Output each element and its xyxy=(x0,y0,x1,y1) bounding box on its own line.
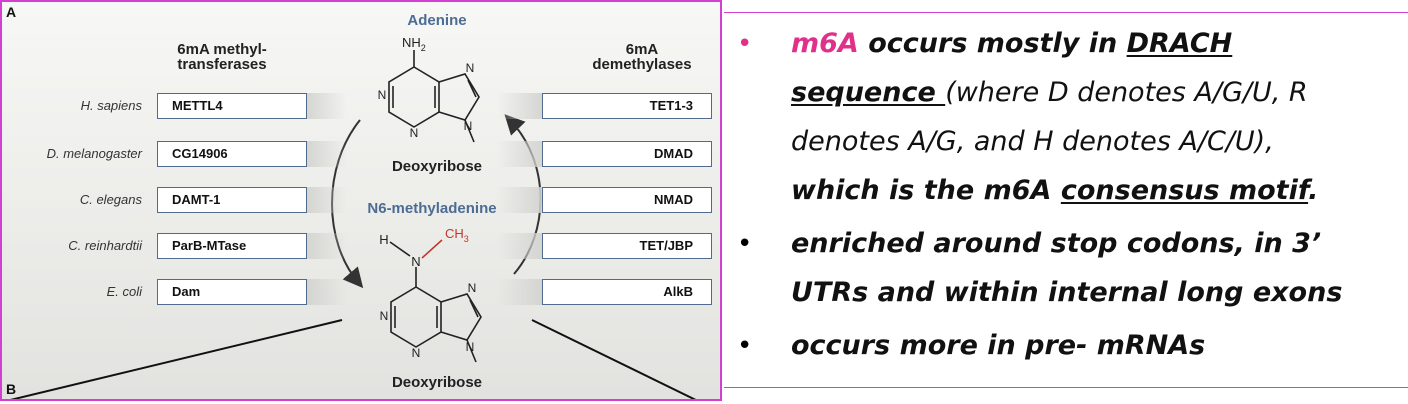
bullet-line: occurs more in pre- mRNAs xyxy=(791,330,1206,361)
methyltransferase-box: ParB-MTase xyxy=(157,233,307,259)
row-shade xyxy=(497,141,542,167)
demethylases-heading: 6mA demethylases xyxy=(592,41,692,73)
methyltransferase-box: Dam xyxy=(157,279,307,305)
m6a-highlight: m6A xyxy=(791,28,859,59)
ring-n1: N xyxy=(378,88,387,102)
ring-n7: N xyxy=(466,61,475,75)
species-label: C. reinhardtii xyxy=(68,238,142,253)
bullet-line: enriched around stop codons, in 3’ xyxy=(791,228,1322,259)
bullet-line: denotes A/G, and H denotes A/C/U), xyxy=(791,126,1274,157)
sequence-term: sequence xyxy=(791,77,946,108)
demethylase-box: DMAD xyxy=(542,141,712,167)
row-shade xyxy=(497,233,542,259)
species-label: E. coli xyxy=(106,284,142,299)
methyltransferases-heading: 6mA methyl- transferases xyxy=(177,41,267,73)
bullet-line: UTRs and within internal long exons xyxy=(791,277,1343,308)
demethylase-box: TET1-3 xyxy=(542,93,712,119)
demethylase-box: TET/JBP xyxy=(542,233,712,259)
bullet-dot: • xyxy=(737,29,753,59)
row-shade xyxy=(307,279,347,305)
row-shade xyxy=(497,93,542,119)
bullet-dot: • xyxy=(737,229,753,259)
adenine-title: Adenine xyxy=(407,12,467,29)
row-shade xyxy=(497,187,542,213)
demethylase-box: AlkB xyxy=(542,279,712,305)
methyl-h: H xyxy=(379,232,388,247)
row-shade xyxy=(307,187,347,213)
row-shade xyxy=(307,93,347,119)
deoxyribose-label-bottom: Deoxyribose xyxy=(391,374,483,391)
floor-line-right xyxy=(531,319,697,399)
methyltransferase-box: METTL4 xyxy=(157,93,307,119)
ring-n3: N xyxy=(410,126,419,140)
ring-n9: N xyxy=(464,119,473,133)
figure-panel: NH2 N N N N H N CH3 N N N N xyxy=(0,0,722,401)
methyltransferase-box: DAMT-1 xyxy=(157,187,307,213)
bullet-text-panel: • m6A occurs mostly in DRACH sequence (w… xyxy=(724,12,1408,388)
n6-nitrogen: N xyxy=(411,254,420,269)
methyl-group: CH3 xyxy=(445,226,469,244)
ring-n7-b: N xyxy=(468,281,477,295)
bullet-line: sequence (where D denotes A/G/U, R xyxy=(791,77,1308,108)
chemistry-diagram: NH2 N N N N H N CH3 N N N N xyxy=(10,35,697,399)
ring-n1-b: N xyxy=(380,309,389,323)
deoxyribose-label-top: Deoxyribose xyxy=(391,158,483,175)
species-label: H. sapiens xyxy=(80,98,142,113)
row-shade xyxy=(307,141,347,167)
species-label: C. elegans xyxy=(79,192,142,207)
n6-methyladenine-structure xyxy=(389,239,482,363)
bullet-line: m6A occurs mostly in DRACH xyxy=(791,28,1233,59)
ring-n3-b: N xyxy=(412,346,421,360)
adenine-structure xyxy=(388,50,480,143)
ring-n9-b: N xyxy=(466,340,475,354)
bullet-dot: • xyxy=(737,331,753,361)
adenine-nh2: NH2 xyxy=(402,35,426,53)
species-label: D. melanogaster xyxy=(46,146,142,161)
methyltransferase-box: CG14906 xyxy=(157,141,307,167)
consensus-motif-term: consensus motif xyxy=(1060,175,1309,206)
floor-line-left xyxy=(10,319,343,399)
panel-letter-b: B xyxy=(6,381,17,397)
row-shade xyxy=(307,233,347,259)
row-shade xyxy=(497,279,542,305)
panel-letter-a: A xyxy=(6,4,17,20)
n6-methyladenine-title: N6-methyladenine xyxy=(367,200,497,217)
demethylase-box: NMAD xyxy=(542,187,712,213)
drach-term: DRACH xyxy=(1126,28,1233,59)
bullet-line: which is the m6A consensus motif. xyxy=(791,175,1319,206)
